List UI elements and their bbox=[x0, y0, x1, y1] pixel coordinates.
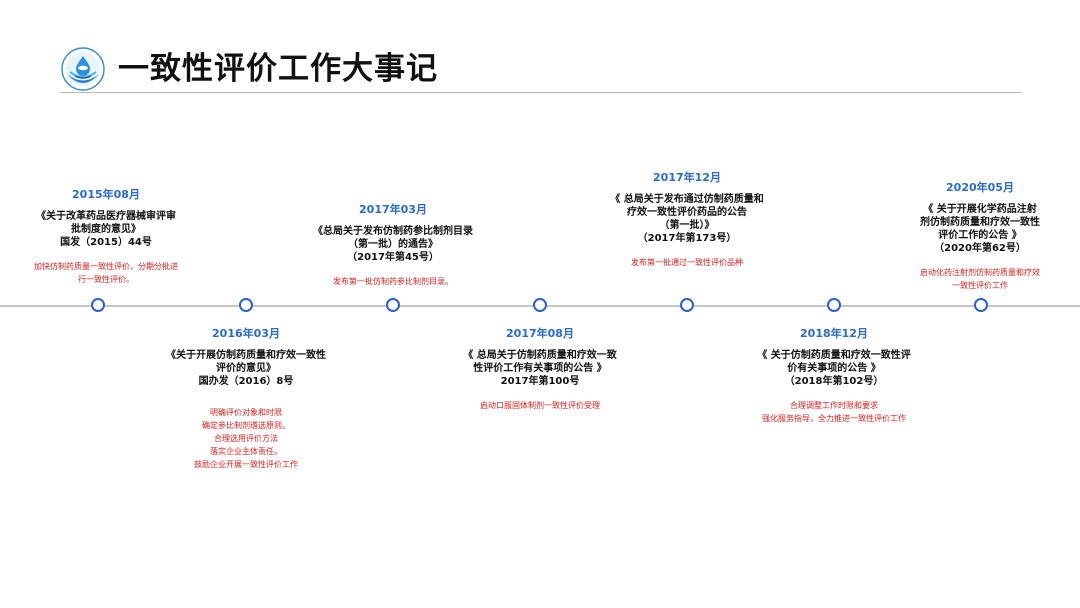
event-note: 明确评价对象和时限 确定参比制剂遴选原则。 合理选用评价方法 落实企业主体责任。… bbox=[194, 408, 298, 469]
timeline-node-2017-12 bbox=[680, 298, 694, 312]
event-document: 《关于开展仿制药质量和疗效一致性 评价的意见》 国办发（2016）8号 bbox=[166, 350, 326, 387]
timeline-event-2017-03: 2017年03月 《总局关于发布仿制药参比制剂目录 （第一批）的通告》 （201… bbox=[293, 203, 493, 288]
event-document: 《 关于开展化学药品注射 剂仿制药质量和疗效一致性 评价工作的公告 》 （202… bbox=[920, 204, 1040, 254]
logo bbox=[61, 47, 105, 91]
event-date: 2017年12月 bbox=[653, 171, 721, 184]
event-date: 2016年03月 bbox=[212, 327, 280, 340]
timeline-event-2017-12: 2017年12月 《 总局关于发布通过仿制药质量和 疗效一致性评价药品的公告 （… bbox=[587, 171, 787, 269]
event-date: 2020年05月 bbox=[946, 181, 1014, 194]
event-note: 合理调整工作时限和要求 强化服务指导，全力推进一致性评价工作 bbox=[762, 401, 906, 423]
event-document: 《 总局关于仿制药质量和疗效一致 性评价工作有关事项的公告 》 2017年第10… bbox=[463, 350, 617, 387]
title-divider bbox=[60, 92, 1022, 93]
event-document: 《关于改革药品医疗器械审评审 批制度的意见》 国发（2015）44号 bbox=[36, 211, 176, 248]
timeline-node-2015-08 bbox=[91, 298, 105, 312]
timeline-event-2016-03: 2016年03月 《关于开展仿制药质量和疗效一致性 评价的意见》 国办发（201… bbox=[146, 327, 346, 471]
timeline-node-2017-08 bbox=[533, 298, 547, 312]
timeline-event-2015-08: 2015年08月 《关于改革药品医疗器械审评审 批制度的意见》 国发（2015）… bbox=[6, 188, 206, 286]
event-document: 《总局关于发布仿制药参比制剂目录 （第一批）的通告》 （2017年第45号） bbox=[313, 226, 473, 263]
page-title: 一致性评价工作大事记 bbox=[118, 51, 438, 87]
event-note: 启动口服固体制剂一致性评价受理 bbox=[480, 401, 600, 410]
timeline-event-2018-12: 2018年12月 《 关于仿制药质量和疗效一致性评 价有关事项的公告 》 （20… bbox=[734, 327, 934, 425]
timeline-event-2020-05: 2020年05月 《 关于开展化学药品注射 剂仿制药质量和疗效一致性 评价工作的… bbox=[880, 181, 1080, 292]
event-note: 启动化药注射剂仿制药质量和疗效 一致性评价工作 bbox=[920, 268, 1040, 290]
event-date: 2017年08月 bbox=[506, 327, 574, 340]
event-date: 2018年12月 bbox=[800, 327, 868, 340]
event-date: 2015年08月 bbox=[72, 188, 140, 201]
timeline-node-2018-12 bbox=[827, 298, 841, 312]
timeline-event-2017-08: 2017年08月 《 总局关于仿制药质量和疗效一致 性评价工作有关事项的公告 》… bbox=[440, 327, 640, 412]
event-date: 2017年03月 bbox=[359, 203, 427, 216]
event-note: 发布第一批通过一致性评价品种 bbox=[631, 258, 743, 267]
timeline-node-2016-03 bbox=[239, 298, 253, 312]
event-note: 发布第一批仿制药参比制剂目录。 bbox=[333, 277, 453, 286]
event-note: 加快仿制药质量一致性评价，分期分批进 行一致性评价。 bbox=[34, 262, 178, 284]
pill-drop-emblem-icon bbox=[61, 47, 105, 91]
event-document: 《 总局关于发布通过仿制药质量和 疗效一致性评价药品的公告 （第一批）》 （20… bbox=[610, 194, 764, 244]
event-document: 《 关于仿制药质量和疗效一致性评 价有关事项的公告 》 （2018年第102号） bbox=[757, 350, 911, 387]
timeline-node-2020-05 bbox=[974, 298, 988, 312]
timeline-node-2017-03 bbox=[386, 298, 400, 312]
